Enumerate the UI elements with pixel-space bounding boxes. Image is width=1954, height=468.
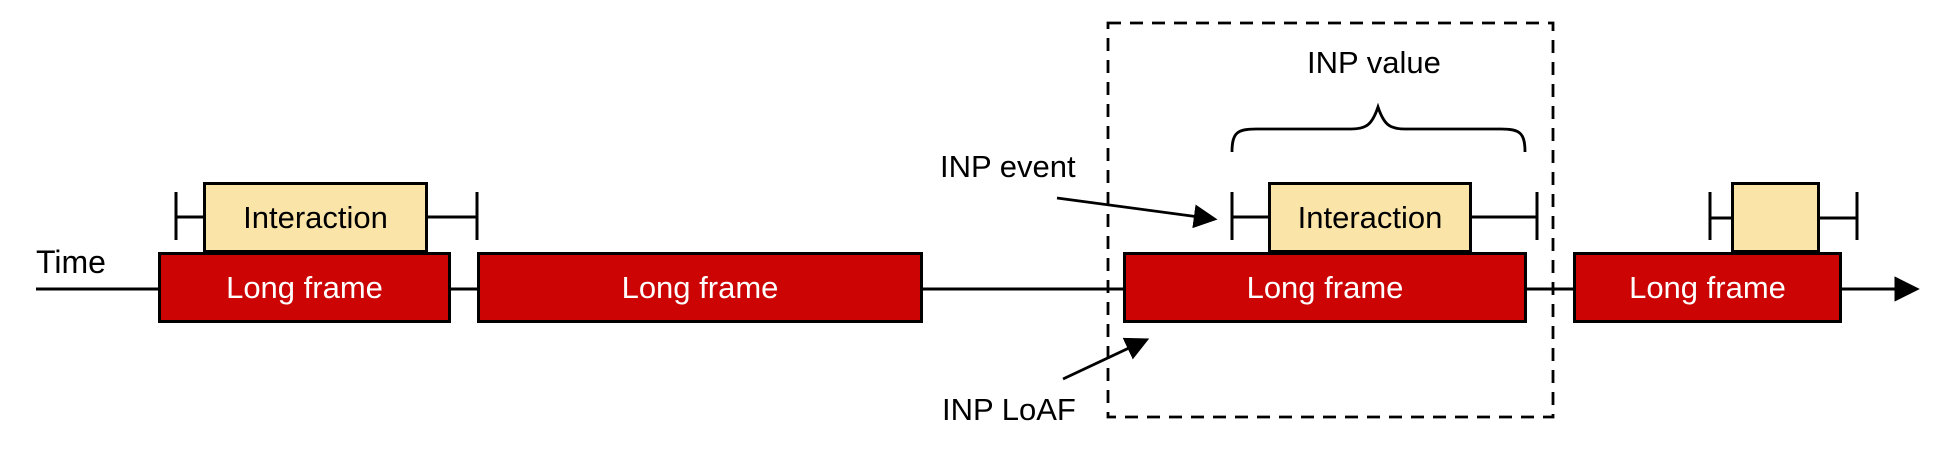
long-frame-box-4: Long frame <box>1573 252 1842 323</box>
inp-event-arrow <box>1056 196 1218 229</box>
interaction-label: Interaction <box>243 199 388 235</box>
long-frame-box-2: Long frame <box>477 252 923 323</box>
interaction-box-2: Interaction <box>1268 182 1472 253</box>
long-frame-box-3: Long frame <box>1123 252 1527 323</box>
long-frame-label: Long frame <box>1246 269 1404 305</box>
interaction-1-whiskers <box>174 192 479 240</box>
interaction-box-1: Interaction <box>203 182 428 253</box>
long-frame-label: Long frame <box>226 269 383 305</box>
long-frame-label: Long frame <box>621 269 779 305</box>
interaction-2-whiskers <box>1230 192 1539 240</box>
long-frame-label: Long frame <box>1629 269 1786 305</box>
interaction-label: Interaction <box>1297 199 1443 235</box>
time-label: Time <box>36 244 106 280</box>
inp-value-brace <box>1230 102 1527 153</box>
inp-loaf-boundary-box <box>1106 21 1555 419</box>
inp-event-label: INP event <box>940 149 1076 184</box>
long-frame-box-1: Long frame <box>158 252 451 323</box>
inp-loaf-label: INP LoAF <box>942 392 1076 427</box>
inp-loaf-arrow <box>1062 337 1150 381</box>
interaction-box-3 <box>1731 182 1820 253</box>
interaction-3-whiskers <box>1708 192 1859 240</box>
inp-value-label: INP value <box>1307 45 1441 80</box>
